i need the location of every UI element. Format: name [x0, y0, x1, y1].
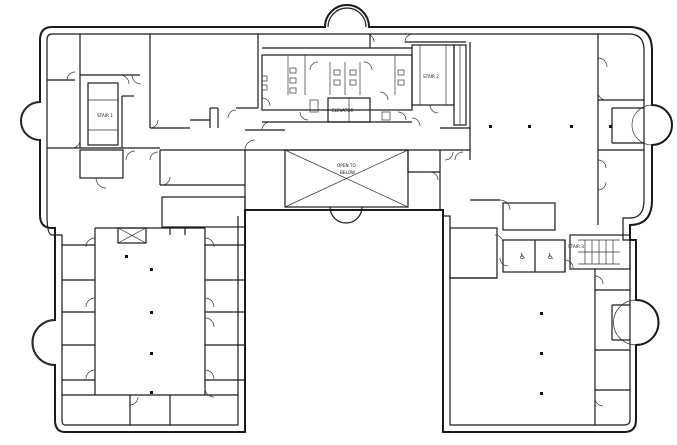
- open-to-below: [244, 42, 471, 224]
- west-wing-rooms: [20, 34, 259, 189]
- center-left-rooms: [149, 149, 246, 235]
- label-open-to: OPEN TO: [337, 163, 356, 168]
- southwest-wing: [32, 227, 245, 425]
- core-rooms: [261, 33, 467, 127]
- label-elevator: ELEVATOR: [332, 108, 354, 113]
- label-stair-2: STAIR 2: [423, 74, 439, 79]
- room-labels: STAIR 1 STAIR 2 STAIR 3 ELEVATOR OPEN TO…: [97, 74, 584, 261]
- label-below: BELOW: [340, 170, 355, 175]
- building-outline: [20, 4, 673, 433]
- accessible-icon: ♿: [547, 252, 554, 261]
- accessible-icon: ♿: [519, 252, 526, 261]
- structural-columns: [125, 125, 612, 395]
- southeast-wing: [449, 202, 637, 425]
- label-stair-3: STAIR 3: [568, 244, 584, 249]
- east-wing-rooms: [470, 34, 653, 225]
- label-stair-1: STAIR 1: [97, 113, 113, 118]
